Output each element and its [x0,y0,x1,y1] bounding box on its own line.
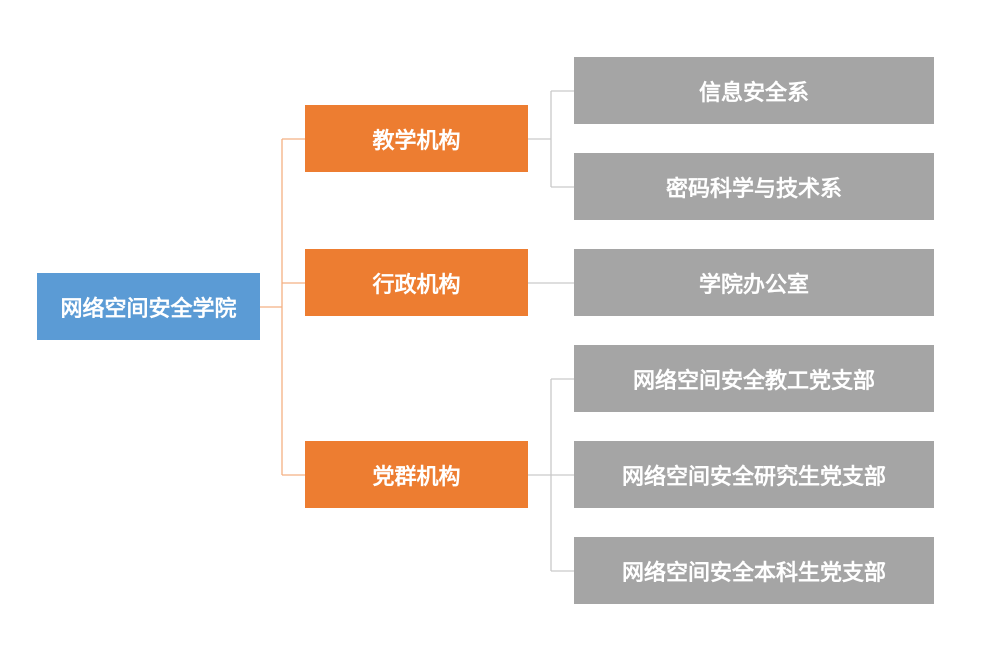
root-node: 网络空间安全学院 [37,273,260,340]
leaf-node-office: 学院办公室 [574,249,934,316]
root-connectors [260,138,305,476]
leaf-node-information-security: 信息安全系 [574,57,934,124]
category-node-teaching: 教学机构 [305,105,528,172]
leaf-node-cryptography: 密码科学与技术系 [574,153,934,220]
leaf-node-graduate-branch: 网络空间安全研究生党支部 [574,441,934,508]
leaf-connectors [528,90,574,572]
category-node-administration: 行政机构 [305,249,528,316]
leaf-node-faculty-branch: 网络空间安全教工党支部 [574,345,934,412]
leaf-node-undergraduate-branch: 网络空间安全本科生党支部 [574,537,934,604]
category-node-party: 党群机构 [305,441,528,508]
